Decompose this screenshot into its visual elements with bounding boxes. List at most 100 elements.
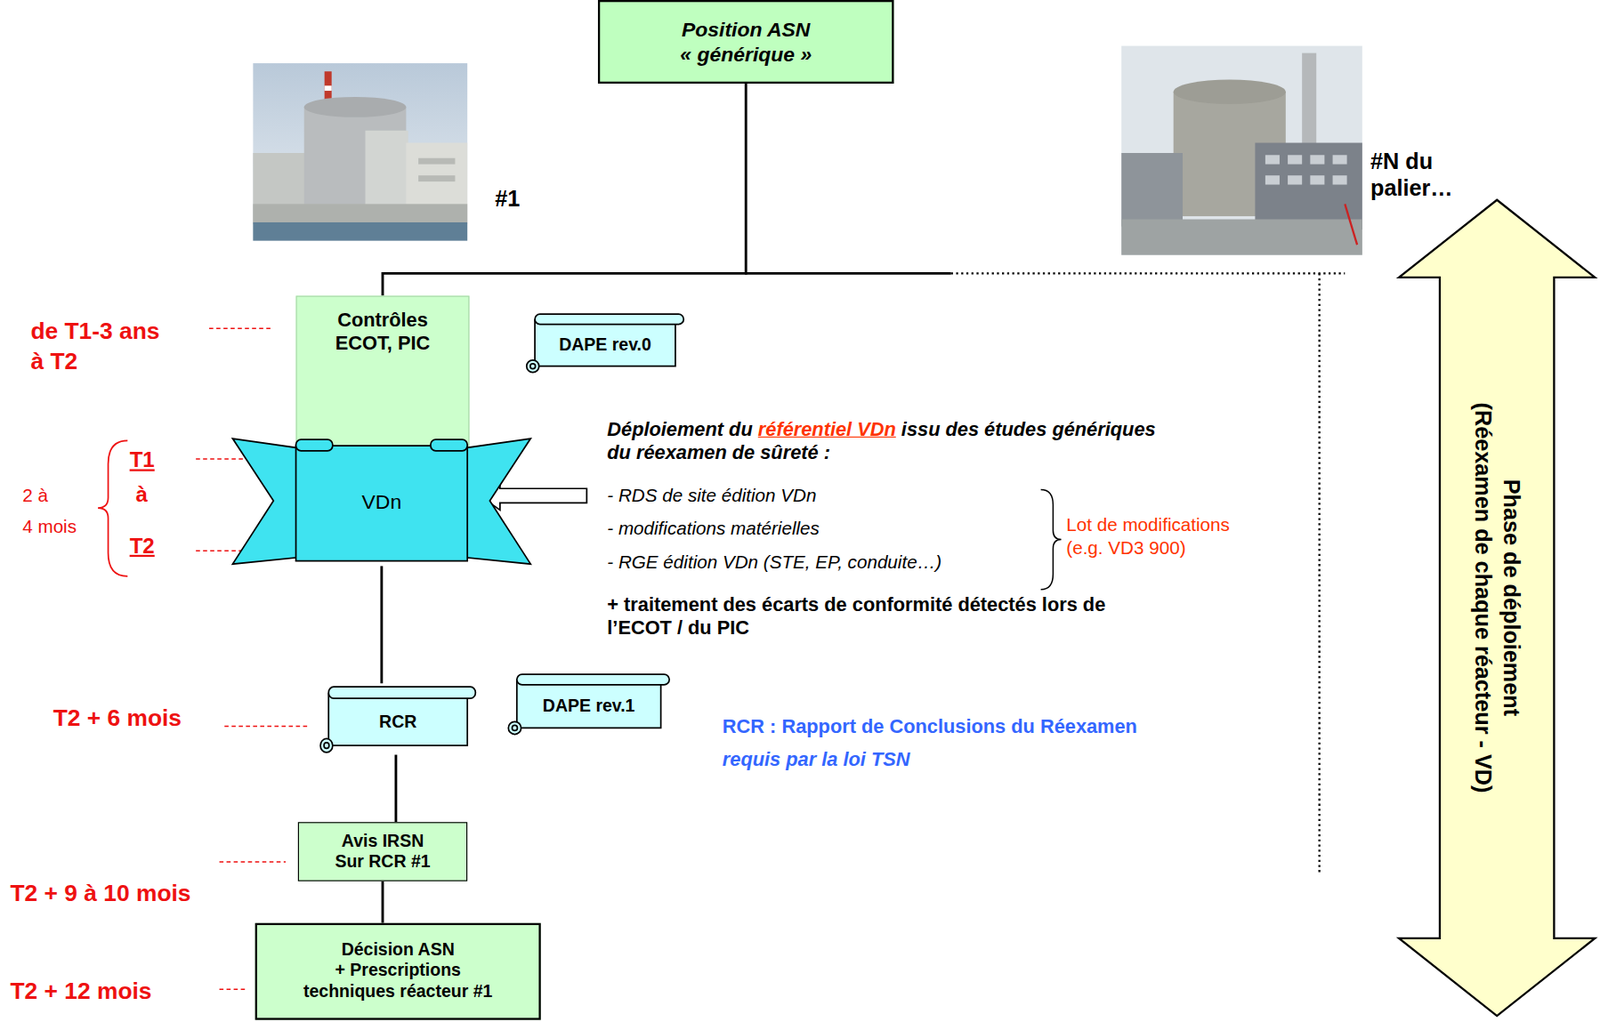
tree-line-part (951, 272, 1346, 275)
node-text: RCR (379, 711, 417, 733)
tree-line (744, 273, 1345, 876)
scroll-part (534, 314, 684, 324)
reactor-photo-part (252, 63, 468, 242)
time-label: T1 (129, 446, 155, 473)
process-box: Avis IRSN Sur RCR #1 (298, 822, 468, 882)
scroll-part (517, 680, 662, 728)
node-text: Phase de déploiement (1496, 291, 1526, 905)
time-label: de T1-3 ans (30, 317, 160, 347)
arrow2-outline (1397, 199, 1596, 1019)
reactor-photo-part (1287, 175, 1302, 185)
brace (97, 440, 1061, 590)
document-scroll: DAPE rev.1 (501, 671, 671, 737)
banner-part (232, 438, 304, 565)
note-text: - modifications matérielles (606, 518, 820, 542)
connector-line (381, 881, 385, 924)
reactor-photo-part (1265, 154, 1280, 164)
note-text: + traitement des écarts de conformité dé… (606, 593, 1166, 640)
node-text: (Réexamen de chaque réacteur - VD) (1469, 291, 1498, 905)
reactor-photo (1121, 46, 1363, 256)
node-text: DAPE rev.0 (558, 335, 652, 356)
node-text: DAPE rev.1 (542, 696, 636, 718)
leader-line-part (219, 861, 287, 863)
note-text: Déploiement du (606, 418, 752, 440)
scroll-part (508, 674, 670, 735)
note-text: - RGE édition VDn (STE, EP, conduite…) (606, 551, 942, 574)
reactor-photo (252, 63, 468, 242)
scroll-part (328, 686, 476, 699)
time-label: T2 + 9 à 10 mois (9, 879, 191, 908)
scroll-part (328, 694, 468, 746)
note-text: requis par la loi TSN (722, 749, 911, 773)
scroll-part (517, 674, 670, 686)
note-text: RCR : Rapport de Conclusions du Réexamen (722, 716, 1138, 740)
time-label: T2 + 6 mois (53, 704, 182, 734)
scroll-part (511, 725, 518, 731)
reactor-photo-part (304, 96, 407, 118)
leader-line (195, 328, 308, 990)
connector-line (382, 83, 746, 297)
reactor-photo-part (1309, 154, 1325, 164)
brace-part (97, 440, 128, 577)
node-text: + Prescriptions techniques réacteur #1 (290, 961, 506, 1004)
reactor-photo-part (1309, 175, 1325, 185)
scroll-part (323, 743, 330, 749)
node-text: Contrôles ECOT, PIC (315, 308, 449, 356)
scroll-part (526, 360, 540, 373)
reactor-photo-part (418, 175, 455, 182)
reactor-photo-part (252, 222, 468, 242)
reactor-photo-part (1287, 154, 1302, 164)
time-label: 2 à (22, 485, 49, 509)
leader-line-part (219, 989, 248, 991)
banner-part (430, 439, 468, 452)
note-text: Lot de modifications (e.g. VD3 900) (1066, 515, 1261, 560)
node-text: Avis IRSN Sur RCR #1 (329, 831, 437, 873)
banner-shape: VDn (232, 436, 531, 567)
note-text: - RDS de site édition VDn (606, 485, 817, 509)
time-label: T2 (129, 533, 155, 559)
time-label: 4 mois (22, 516, 77, 539)
callout-number: #1 (494, 185, 520, 213)
leader-line-part (209, 327, 274, 329)
scroll-part (526, 314, 684, 372)
process-box: Position ASN « générique » (597, 0, 895, 84)
leader-line-part (224, 726, 308, 728)
banner-part (296, 439, 333, 452)
tree-line-part (1318, 273, 1321, 876)
process-box: Décision ASN+ Prescriptions techniques r… (255, 923, 542, 1021)
connector-line (379, 565, 383, 684)
node-text: Position ASN « générique » (675, 16, 817, 66)
node-text: VDn (362, 489, 403, 515)
time-label: à T2 (30, 347, 78, 377)
reactor-photo-part (1333, 175, 1348, 185)
banner-part (296, 445, 469, 562)
node-text: Décision ASN (341, 940, 455, 962)
reactor-photo-part (418, 158, 455, 165)
double-arrow: Phase de déploiement(Réexamen de chaque … (1397, 199, 1596, 1019)
reactor-photo-part (1121, 219, 1363, 256)
reactor-photo-part (1173, 79, 1286, 105)
highlighted-term: référentiel VDn (758, 418, 897, 440)
note-text: Déploiement duréférentiel VDnissu des ét… (606, 418, 1164, 465)
document-scroll: RCR (314, 683, 477, 755)
document-scroll: DAPE rev.0 (520, 311, 687, 375)
scroll-part (320, 738, 333, 753)
arrow2-part (1398, 200, 1595, 1017)
rotated-text: Phase de déploiement(Réexamen de chaque … (1469, 291, 1526, 925)
time-label: à (136, 481, 148, 508)
reactor-photo-part (1121, 46, 1363, 256)
brace-part (1041, 489, 1062, 590)
reactor-photo-part (252, 203, 468, 223)
reactor-photo-part (1254, 143, 1362, 230)
time-label: T2 + 12 mois (9, 977, 152, 1007)
scroll-part (508, 721, 521, 735)
tree-line-part (744, 272, 952, 275)
connector-line (394, 755, 397, 824)
reactor-photo-part (1333, 154, 1348, 164)
banner-part (459, 438, 531, 565)
scroll-part (320, 686, 476, 753)
scroll-part (534, 320, 676, 367)
